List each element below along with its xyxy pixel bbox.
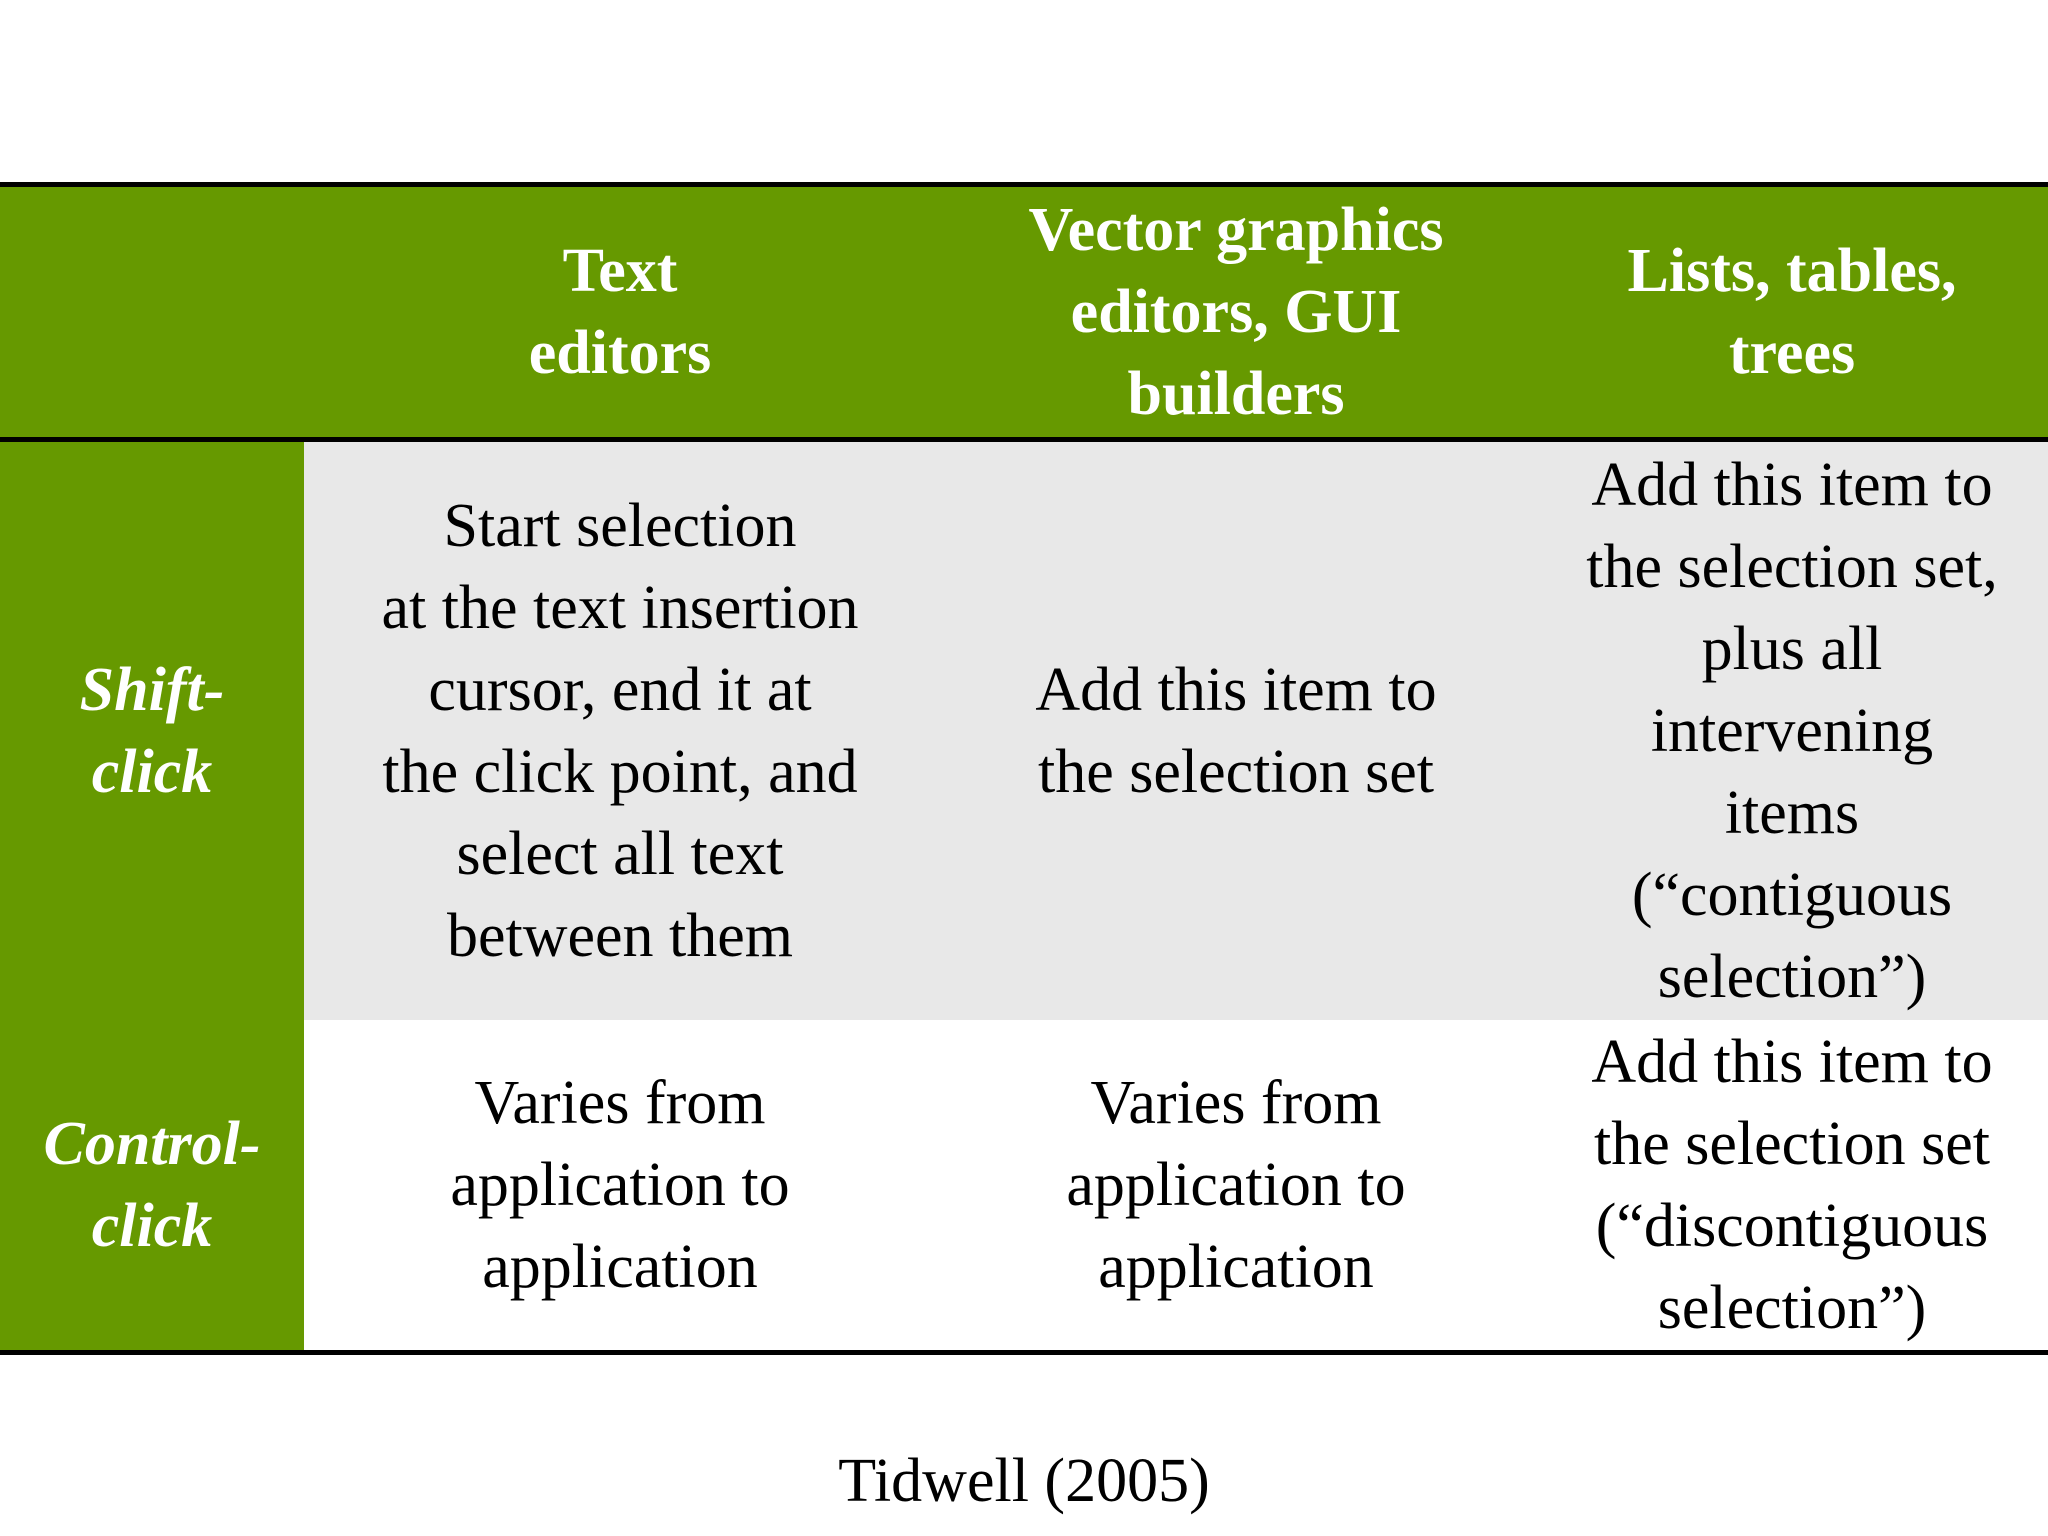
column-header-empty — [0, 182, 304, 442]
row-header-shift-click: Shift-click — [0, 439, 304, 1020]
column-header-lists-tables-trees: Lists, tables,trees — [1536, 182, 2048, 442]
row-header-control-click: Control-click — [0, 1019, 304, 1355]
citation-caption: Tidwell (2005) — [838, 1447, 1210, 1515]
